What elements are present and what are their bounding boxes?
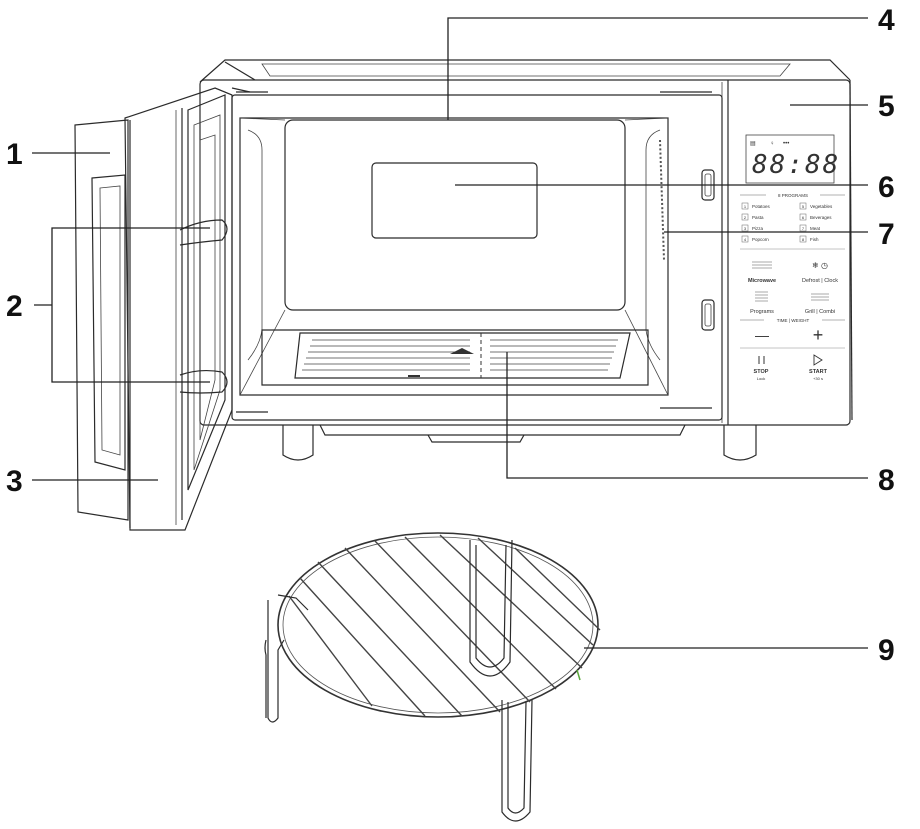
program-2-num: 2: [744, 215, 747, 220]
grill-rack: [264, 532, 601, 822]
program-beverages[interactable]: Beverages: [810, 215, 832, 220]
callout-9: 9: [878, 634, 895, 667]
svg-text:▤: ▤: [750, 141, 756, 147]
defrost-clock-label: Defrost | Clock: [802, 278, 838, 284]
program-3-num: 3: [744, 226, 747, 231]
svg-text:•••: •••: [783, 141, 789, 147]
waveguide-cover: [371, 162, 538, 239]
rack-leg-back: [469, 539, 513, 677]
program-5-num: 5: [802, 204, 805, 209]
grill-icon: [811, 293, 829, 301]
callout-2: 2: [6, 290, 23, 323]
callouts: 1 2 3 4 5 6 7 8 9: [6, 4, 895, 667]
program-vegetables[interactable]: Vegetables: [810, 204, 833, 209]
callout-5: 5: [878, 90, 895, 123]
grill-combi-button[interactable]: Grill | Combi: [805, 293, 835, 315]
defrost-clock-icon: ❄ ◷: [812, 261, 828, 270]
program-meat[interactable]: Meat: [810, 226, 821, 231]
microwave-label: Microwave: [748, 278, 776, 284]
callout-6: 6: [878, 171, 895, 204]
stop-label: STOP: [754, 369, 769, 375]
play-icon: [813, 354, 823, 366]
rack-leg-left: [267, 600, 285, 723]
defrost-clock-button[interactable]: ❄ ◷ Defrost | Clock: [802, 261, 838, 284]
start-sub-label: +30 s: [813, 376, 823, 381]
door-latch-lower: [179, 369, 228, 394]
program-6-num: 6: [802, 215, 805, 220]
callout-1: 1: [6, 138, 23, 171]
cavity-floor: [294, 332, 631, 379]
plus-button[interactable]: +: [813, 325, 824, 345]
minus-button[interactable]: —: [755, 327, 769, 343]
time-weight-label: TIME | WEIGHT: [777, 318, 810, 323]
start-label: START: [809, 369, 828, 375]
program-8-num: 8: [802, 237, 805, 242]
program-4-num: 4: [744, 237, 747, 242]
programs-icon: [755, 291, 768, 302]
start-button[interactable]: START +30 s: [809, 354, 828, 381]
program-potatoes[interactable]: Potatoes: [752, 204, 771, 209]
microwave-feet: [282, 424, 757, 461]
program-popcorn[interactable]: Popcorn: [752, 237, 769, 242]
program-7-num: 7: [802, 226, 805, 231]
program-fish[interactable]: Fish: [810, 237, 819, 242]
floor-ribs: [302, 339, 618, 371]
grill-combi-label: Grill | Combi: [805, 309, 835, 315]
program-1-num: 1: [744, 204, 747, 209]
oven-cavity: [239, 117, 669, 396]
rack-leg-front: [501, 699, 533, 822]
stop-button[interactable]: STOP Lock: [754, 356, 769, 381]
display-digits: 88:88: [752, 150, 840, 180]
door-latch-upper: [179, 219, 228, 246]
microwave-icon: [752, 261, 772, 269]
callout-4: 4: [878, 4, 895, 37]
pause-icon: [758, 356, 765, 364]
programs-label: Programs: [750, 309, 774, 315]
program-pasta[interactable]: Pasta: [752, 215, 764, 220]
microwave-button[interactable]: Microwave: [748, 261, 776, 284]
program-list: 1 Potatoes 5 Vegetables 2 Pasta 6 Bevera…: [741, 202, 833, 243]
side-vent: [659, 139, 665, 261]
program-pizza[interactable]: Pizza: [752, 226, 764, 231]
programs-button[interactable]: Programs: [750, 291, 774, 315]
control-panel: 88:88 ▤ ♀ ••• 8 PROGRAMS 1 Potatoes 5 Ve…: [740, 134, 845, 381]
callout-3: 3: [6, 465, 23, 498]
rack-bars: [288, 534, 601, 717]
callout-7: 7: [878, 218, 895, 251]
programs-heading: 8 PROGRAMS: [778, 193, 808, 198]
stop-sub-label: Lock: [757, 376, 765, 381]
microwave-door: [74, 87, 251, 531]
svg-text:♀: ♀: [770, 141, 775, 147]
lcd-display: [745, 134, 835, 184]
callout-8: 8: [878, 464, 895, 497]
